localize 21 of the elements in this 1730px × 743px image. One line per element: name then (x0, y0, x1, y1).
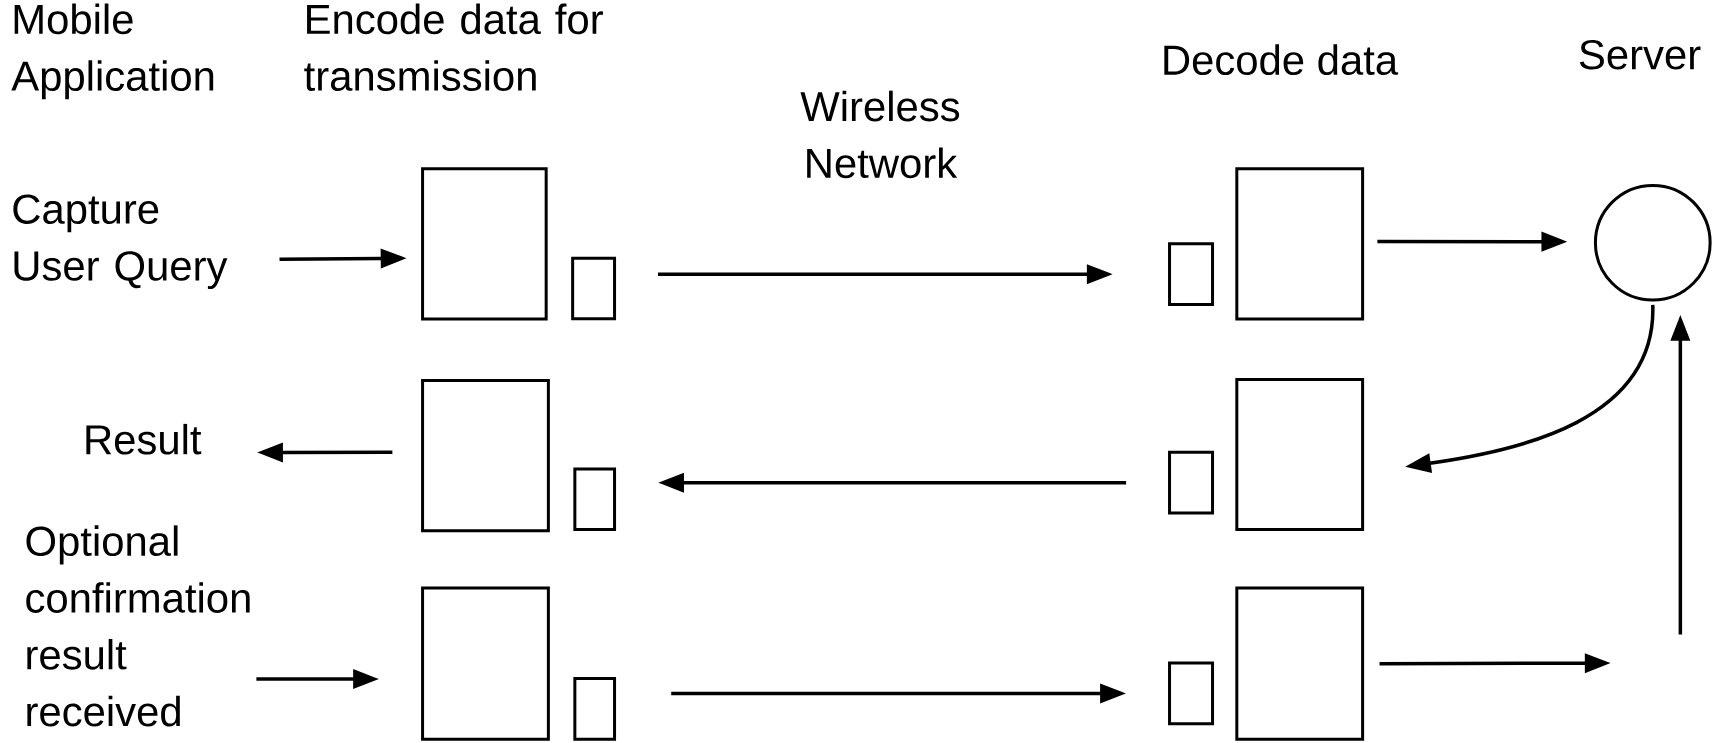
text-label: Result (86, 424, 202, 455)
buffer-box (573, 467, 617, 532)
heading: Mobile Application (11, 3, 214, 100)
process-box (421, 167, 548, 321)
heading: Decode data (1164, 44, 1399, 76)
heading: Wireless Network (800, 90, 960, 179)
buffer-box (573, 677, 617, 741)
process-box (1235, 167, 1365, 321)
buffer-box (1168, 661, 1215, 726)
process-box (1235, 586, 1365, 741)
process-box (421, 586, 550, 741)
heading: Encode data for transmission (304, 3, 603, 92)
process-box (421, 379, 550, 533)
process-box (1235, 378, 1365, 532)
text-label: Optional confirmation result received (26, 525, 250, 727)
server-circle (1593, 184, 1712, 302)
buffer-box (1168, 451, 1215, 515)
heading: Server (1579, 40, 1701, 70)
buffer-box (1168, 242, 1215, 307)
text-label: Capture User Query (13, 194, 228, 290)
buffer-box (571, 256, 617, 321)
